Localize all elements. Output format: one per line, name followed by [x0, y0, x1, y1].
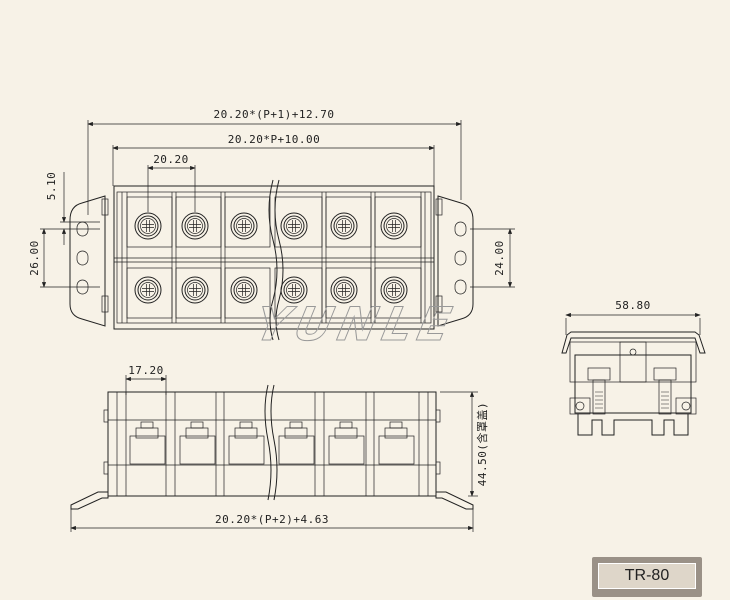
dim-pitch-top: 20.20*P+10.00 — [228, 133, 321, 146]
dim-hole-offset: 5.10 — [45, 172, 58, 201]
dim-side-width: 58.80 — [615, 299, 651, 312]
dim-hole-spacing-right: 24.00 — [493, 240, 506, 276]
side-view: 58.80 — [561, 299, 706, 436]
dim-overall-bottom: 20.20*(P+2)+4.63 — [215, 513, 329, 526]
dim-overall-top: 20.20*(P+1)+12.70 — [213, 108, 334, 121]
dim-front-pitch: 17.20 — [128, 364, 164, 377]
model-label: TR-80 — [592, 557, 702, 597]
model-number: TR-80 — [598, 563, 696, 589]
dim-pitch: 20.20 — [153, 153, 189, 166]
front-view: 17.20 44.50(含罩盖) 20.20*(P+2)+4.63 — [70, 364, 489, 532]
top-view: 20.20*(P+1)+12.70 20.20*P+10.00 20.20 5.… — [28, 108, 515, 351]
watermark-logo: YUNLE — [251, 297, 462, 350]
dim-height: 44.50(含罩盖) — [475, 402, 489, 486]
dim-hole-spacing-left: 26.00 — [28, 240, 41, 276]
front-terminals — [129, 421, 415, 465]
